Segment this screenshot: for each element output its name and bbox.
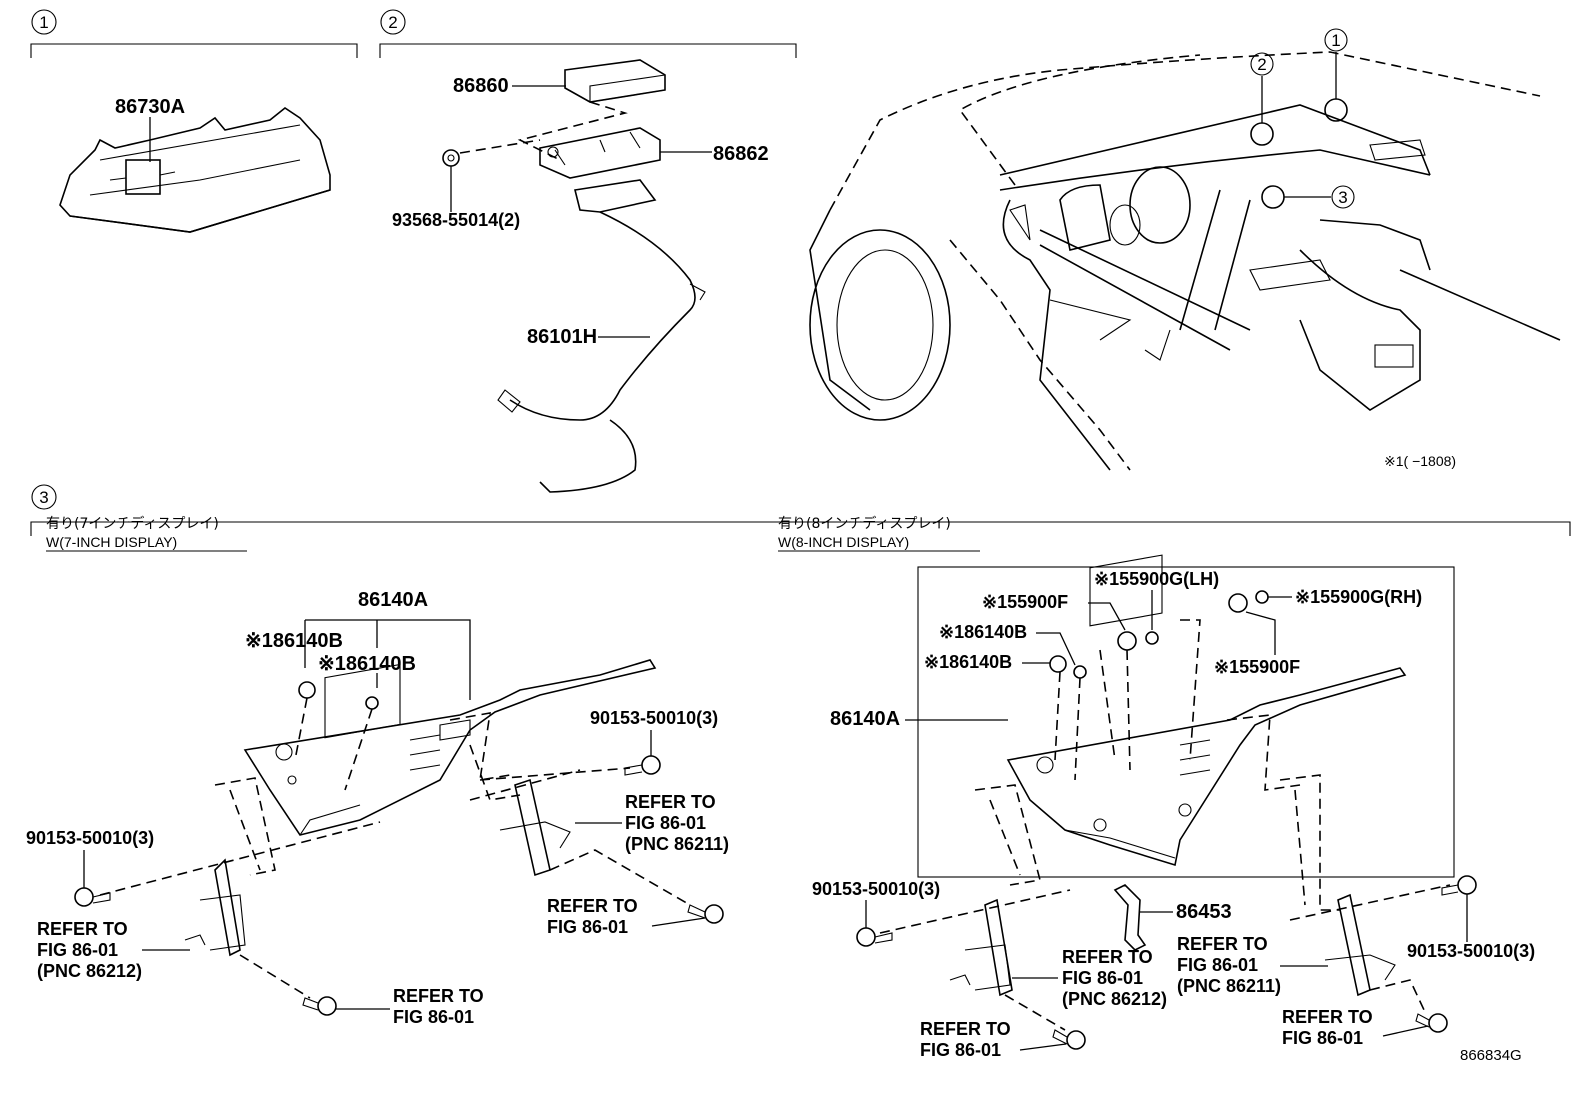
part-86101H-harness xyxy=(497,179,706,493)
svg-text:2: 2 xyxy=(1257,55,1266,74)
part-93568-screw xyxy=(442,149,460,167)
ref-8in-mid-3: (PNC 86212) xyxy=(1062,989,1167,1009)
section-1-number: 1 xyxy=(39,13,48,32)
ref-7in-bot-2: FIG 86-01 xyxy=(393,1007,474,1027)
ref-7in-mid-1: REFER TO xyxy=(547,896,638,916)
label-8in-86140A: 86140A xyxy=(830,708,900,730)
label-86860: 86860 xyxy=(453,75,509,97)
knob-8in-b-a xyxy=(1073,665,1087,679)
assembly-frame xyxy=(917,566,1455,878)
label-86730A: 86730A xyxy=(115,96,185,118)
ref-8in-bl-2: FIG 86-01 xyxy=(920,1040,1001,1060)
ref-7in-left-2: FIG 86-01 xyxy=(37,940,118,960)
car-interior-illustration xyxy=(809,51,1561,471)
knob-8in-rh xyxy=(1255,590,1269,604)
knob-7in-b xyxy=(365,696,379,710)
left-heading-jp: 有り(7インチディスプレイ) xyxy=(46,515,219,532)
left-heading-en: W(7-INCH DISPLAY) xyxy=(46,534,177,550)
label-7in-86140B-a: ※186140B xyxy=(245,630,343,652)
label-7in-86140A: 86140A xyxy=(358,589,428,611)
ref-8in-mid-2: FIG 86-01 xyxy=(1062,968,1143,988)
bracket-8in-right xyxy=(1324,893,1396,997)
ref-7in-bot-1: REFER TO xyxy=(393,986,484,1006)
label-7in-bolt-left: 90153-50010(3) xyxy=(26,828,154,848)
bracket-7in-right xyxy=(499,778,571,877)
ref-8in-r-3: (PNC 86211) xyxy=(1177,976,1281,996)
part-86730A-drawing xyxy=(59,107,331,233)
svg-text:3: 3 xyxy=(1338,188,1347,207)
ref-8in-mid-1: REFER TO xyxy=(1062,947,1153,967)
ref-8in-r-1: REFER TO xyxy=(1177,934,1268,954)
bolt-7in-mid xyxy=(687,904,724,924)
date-note: ※1( −1808) xyxy=(1384,453,1456,469)
label-8in-86140B-b: ※186140B xyxy=(924,652,1012,672)
panel-8inch-drawing xyxy=(1006,554,1407,867)
panel-7inch-drawing xyxy=(243,659,657,836)
knob-7in-a xyxy=(298,681,316,699)
ref-8in-br-2: FIG 86-01 xyxy=(1282,1028,1363,1048)
callout-1: 1 xyxy=(1324,28,1348,122)
section-2-header: 2 xyxy=(379,9,797,58)
section-3-number: 3 xyxy=(39,488,48,507)
label-8in-86453: 86453 xyxy=(1176,901,1232,923)
label-8in-55900F-b: ※155900F xyxy=(1214,657,1300,677)
part-86453-clip xyxy=(1113,884,1147,951)
ref-8in-bl-1: REFER TO xyxy=(920,1019,1011,1039)
label-8in-86140B-a: ※186140B xyxy=(939,622,1027,642)
ref-8in-br-1: REFER TO xyxy=(1282,1007,1373,1027)
label-8in-bolt-right: 90153-50010(3) xyxy=(1407,941,1535,961)
knob-8in-f-a xyxy=(1117,631,1137,651)
label-8in-55900F-a: ※155900F xyxy=(982,592,1068,612)
knob-8in-b-b xyxy=(1049,655,1067,673)
knob-8in-lh xyxy=(1145,631,1159,645)
section-1-header: 1 xyxy=(30,9,358,58)
ref-7in-left-1: REFER TO xyxy=(37,919,128,939)
callout-3: 3 xyxy=(1261,185,1355,209)
label-86862: 86862 xyxy=(713,143,769,165)
bolt-7in-bottom xyxy=(302,996,337,1016)
ref-7in-right-2: FIG 86-01 xyxy=(625,813,706,833)
ref-7in-right-1: REFER TO xyxy=(625,792,716,812)
ref-7in-right-3: (PNC 86211) xyxy=(625,834,729,854)
ref-7in-left-3: (PNC 86212) xyxy=(37,961,142,981)
right-heading-en: W(8-INCH DISPLAY) xyxy=(778,534,909,550)
right-heading-jp: 有り(8インチディスプレイ) xyxy=(778,515,951,532)
label-93568-55014: 93568-55014(2) xyxy=(392,210,520,230)
bracket-7in-left xyxy=(184,858,246,957)
bolt-7in-left xyxy=(74,887,111,907)
figure-id: 866834G xyxy=(1460,1047,1522,1064)
part-86860-drawing xyxy=(564,59,666,103)
section-2-number: 2 xyxy=(388,13,397,32)
bolt-8in-bottom-left xyxy=(1052,1029,1086,1050)
bracket-8in-left xyxy=(949,898,1013,997)
label-8in-bolt-left: 90153-50010(3) xyxy=(812,879,940,899)
label-7in-bolt-right: 90153-50010(3) xyxy=(590,708,718,728)
ref-7in-mid-2: FIG 86-01 xyxy=(547,917,628,937)
label-86101H: 86101H xyxy=(527,326,597,348)
label-8in-55900G-LH: ※155900G(LH) xyxy=(1094,569,1219,589)
bolt-7in-right xyxy=(624,755,661,776)
svg-text:1: 1 xyxy=(1331,31,1340,50)
callout-2: 2 xyxy=(1250,52,1274,146)
section-3-header: 3 xyxy=(30,484,1571,536)
part-86862-drawing xyxy=(539,127,661,179)
label-8in-55900G-RH: ※155900G(RH) xyxy=(1295,587,1422,607)
bolt-8in-bottom-right xyxy=(1415,1013,1448,1033)
label-7in-86140B-b: ※186140B xyxy=(318,653,416,675)
knob-8in-f-b xyxy=(1228,593,1248,613)
ref-8in-r-2: FIG 86-01 xyxy=(1177,955,1258,975)
